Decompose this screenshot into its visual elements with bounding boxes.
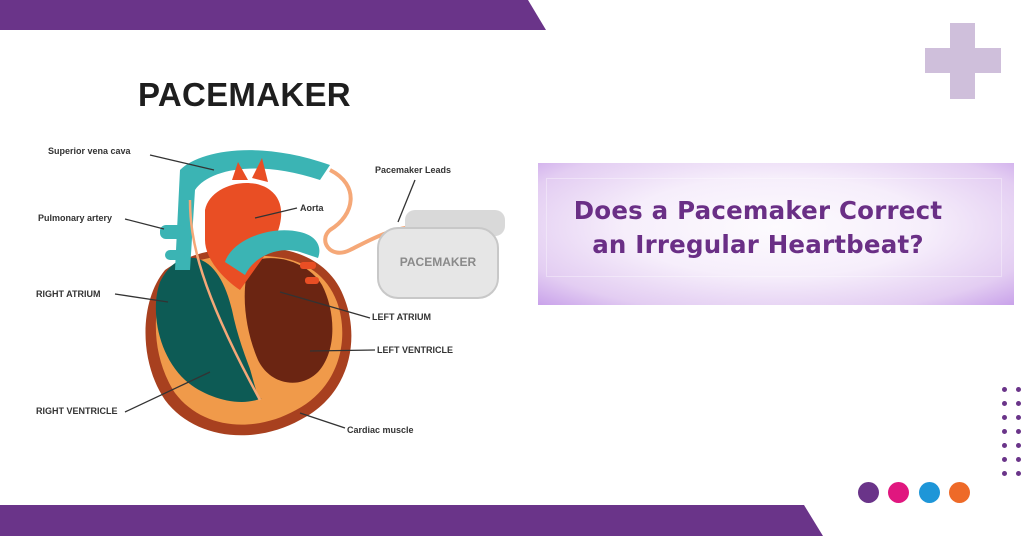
pink-dot [888,482,909,503]
headline-line-1: Does a Pacemaker Correct [573,196,943,225]
dot-grid-decoration [1000,387,1024,481]
blue-dot [919,482,940,503]
pulmonary-artery-branch [160,225,185,239]
heart-illustration: PACEMAKER [114,150,505,436]
diagram-title: PACEMAKER [138,76,351,113]
heart-diagram: PACEMAKER Superior vena cava Pulmonary a… [0,130,530,460]
vena-cava [175,150,330,270]
label-right-atrium: RIGHT ATRIUM [36,289,101,299]
label-right-ventricle: RIGHT VENTRICLE [36,406,118,416]
plus-icon-vertical [950,23,975,99]
label-pacemaker-leads: Pacemaker Leads [375,165,452,175]
purple-dot [858,482,879,503]
label-left-atrium: LEFT ATRIUM [372,312,431,322]
label-superior-vena-cava: Superior vena cava [48,146,131,156]
bottom-banner [0,505,823,536]
right-ventricle [155,257,262,402]
pacemaker-device-text: PACEMAKER [400,255,477,269]
pulmonary-trunk [225,230,320,275]
label-aorta: Aorta [300,203,324,213]
headline-box: Does a Pacemaker Correct an Irregular He… [538,163,1014,305]
aorta [205,182,282,290]
headline: Does a Pacemaker Correct an Irregular He… [574,194,942,262]
pacemaker-lead [323,168,421,255]
orange-dot [949,482,970,503]
headline-inner-frame [546,178,1002,277]
top-banner [0,0,546,30]
label-cardiac-muscle: Cardiac muscle [347,425,414,435]
headline-line-2: an Irregular Heartbeat? [592,230,924,259]
plus-icon [925,23,1001,99]
pacemaker-device-body [377,227,499,299]
label-pulmonary-artery: Pulmonary artery [38,213,113,223]
label-left-ventricle: LEFT VENTRICLE [377,345,453,355]
